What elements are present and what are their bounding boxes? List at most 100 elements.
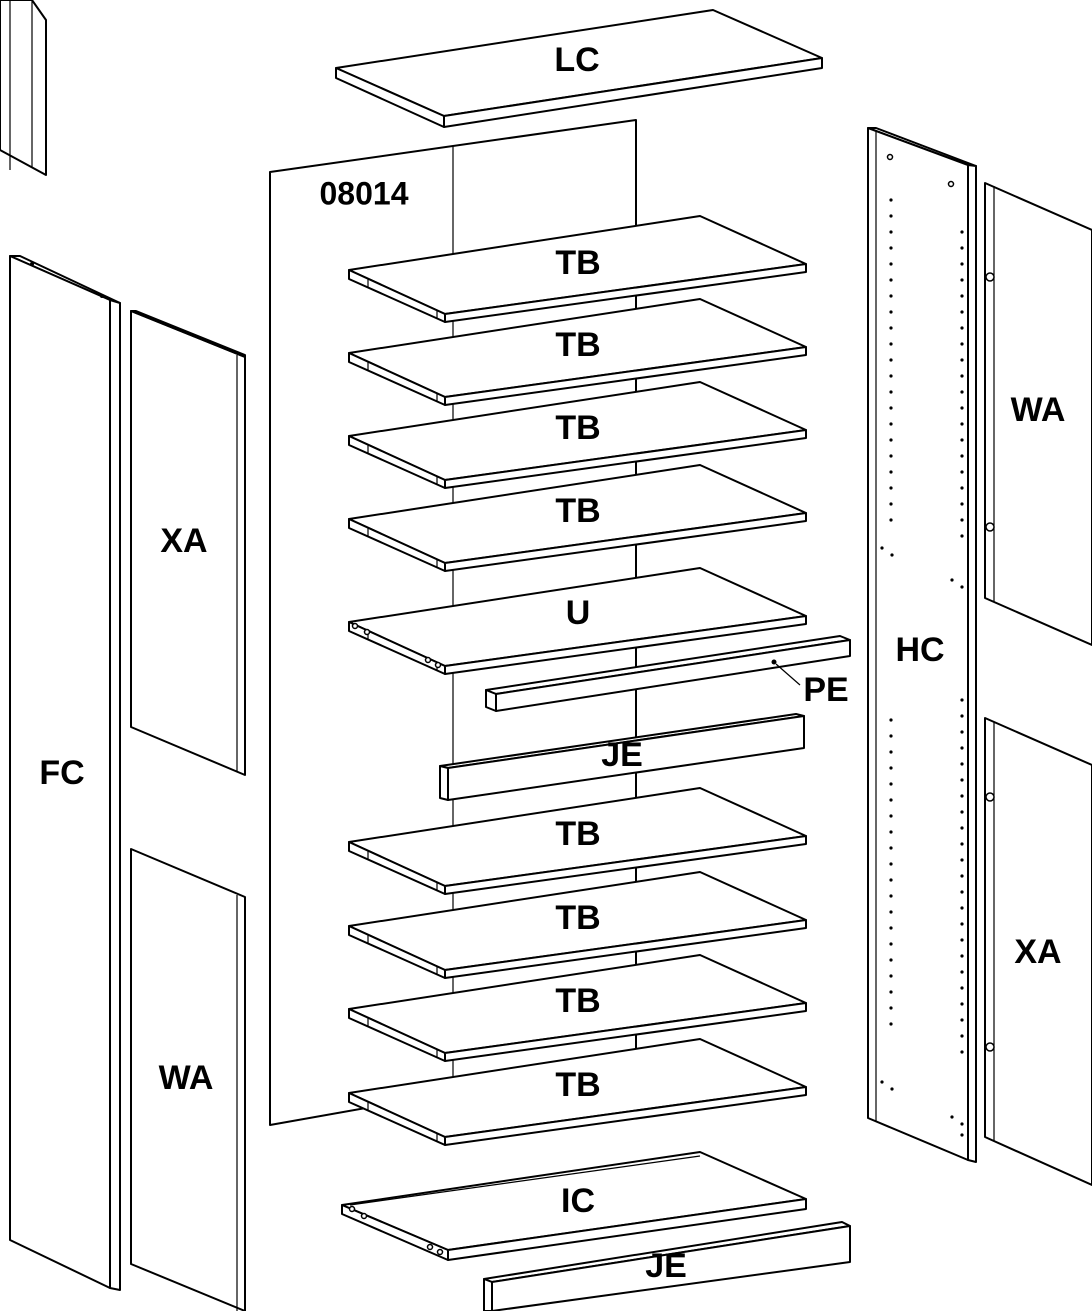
pin-hole [889, 974, 893, 978]
pin-hole [960, 842, 964, 846]
pin-hole [960, 890, 964, 894]
label-tb-4: TB [555, 492, 600, 530]
label-pe: PE [803, 671, 848, 709]
side-panel-hc [867, 127, 977, 1163]
pin-hole [889, 326, 893, 330]
rail-pe [485, 635, 851, 712]
label-tb-7: TB [555, 982, 600, 1020]
pin-hole [960, 1133, 964, 1137]
pin-hole [889, 910, 893, 914]
pin-hole [889, 734, 893, 738]
pin-hole [960, 374, 964, 378]
label-je-middle: JE [601, 736, 643, 774]
pin-hole [889, 422, 893, 426]
shelf-tb-7 [348, 954, 807, 1062]
pin-hole [950, 578, 954, 582]
shelves-group [348, 215, 807, 1146]
label-xa-right: XA [1014, 933, 1061, 971]
pin-hole [889, 246, 893, 250]
pin-hole [960, 938, 964, 942]
shelf-tb-4 [348, 464, 807, 572]
pin-hole [960, 470, 964, 474]
pin-hole [889, 486, 893, 490]
pin-hole [960, 1050, 964, 1054]
pin-hole [889, 1006, 893, 1010]
pin-hole [889, 518, 893, 522]
label-tb-5: TB [555, 815, 600, 853]
pin-hole [960, 246, 964, 250]
hc-shelf-pin-holes [880, 198, 964, 1137]
pin-hole [889, 374, 893, 378]
pin-hole [960, 1018, 964, 1022]
pin-hole [960, 422, 964, 426]
pin-hole [889, 926, 893, 930]
pin-hole [960, 230, 964, 234]
label-tb-2: TB [555, 326, 600, 364]
pin-hole [889, 862, 893, 866]
pin-hole [889, 502, 893, 506]
pin-hole [960, 826, 964, 830]
pin-hole [960, 762, 964, 766]
rail-je-bottom [483, 1221, 851, 1311]
pin-hole [889, 262, 893, 266]
pin-hole [889, 894, 893, 898]
pin-hole [960, 326, 964, 330]
pin-hole [889, 798, 893, 802]
pin-hole [960, 262, 964, 266]
pin-hole [889, 406, 893, 410]
pin-hole [960, 698, 964, 702]
pin-hole [960, 518, 964, 522]
pin-hole [960, 1122, 964, 1126]
pin-hole [889, 878, 893, 882]
pin-hole [889, 830, 893, 834]
label-hc: HC [895, 631, 944, 669]
label-je-bottom: JE [645, 1247, 687, 1285]
pin-hole [889, 470, 893, 474]
pin-hole [889, 358, 893, 362]
pin-hole [960, 922, 964, 926]
pin-hole [889, 438, 893, 442]
pin-hole [950, 1115, 954, 1119]
pin-hole [960, 794, 964, 798]
door-xa-right [984, 717, 1092, 1186]
label-wa-right: WA [1011, 391, 1066, 429]
pin-hole [889, 766, 893, 770]
label-tb-8: TB [555, 1066, 600, 1104]
pin-hole [960, 954, 964, 958]
partial-door-panel [0, 0, 47, 176]
pin-hole [960, 310, 964, 314]
pin-hole [960, 986, 964, 990]
pin-hole [960, 534, 964, 538]
label-ic: IC [561, 1182, 595, 1220]
pin-hole [960, 438, 964, 442]
shelf-tb-6 [348, 871, 807, 979]
label-tb-6: TB [555, 899, 600, 937]
pin-hole [960, 585, 964, 589]
pin-hole [960, 454, 964, 458]
bottom-panel-ic [341, 1151, 807, 1261]
door-wa-left [130, 848, 246, 1311]
door-wa-right [984, 182, 1092, 646]
pin-hole [880, 546, 884, 550]
pin-hole [960, 858, 964, 862]
shelf-tb-5 [348, 787, 807, 895]
label-xa-left: XA [160, 522, 207, 560]
pin-hole [960, 1002, 964, 1006]
pin-hole [960, 486, 964, 490]
pin-hole [880, 1080, 884, 1084]
pin-hole [889, 958, 893, 962]
pin-hole [960, 730, 964, 734]
side-panel-fc [9, 255, 121, 1291]
pin-hole [960, 342, 964, 346]
pin-hole [889, 846, 893, 850]
shelf-tb-8 [348, 1038, 807, 1146]
top-panel-lc [335, 9, 823, 128]
shelf-u [348, 567, 807, 675]
label-back-panel: 08014 [320, 175, 409, 211]
pin-hole [960, 358, 964, 362]
label-lc: LC [554, 41, 599, 79]
pin-hole [889, 942, 893, 946]
pin-hole [889, 342, 893, 346]
pin-hole [960, 406, 964, 410]
